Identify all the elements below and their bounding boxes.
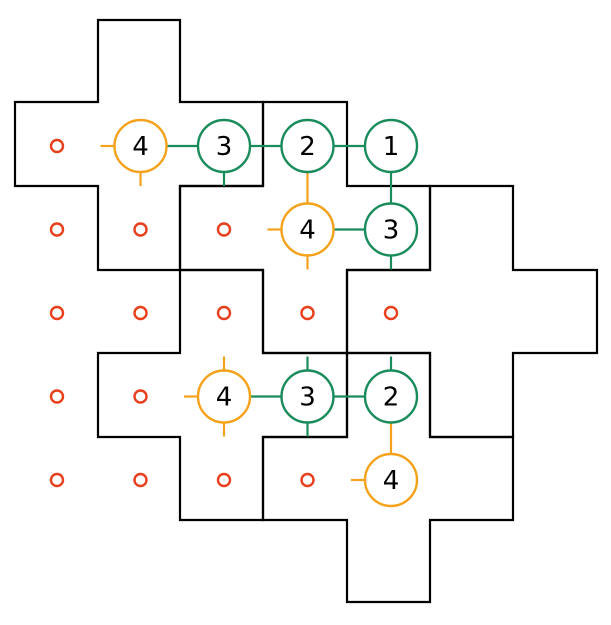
empty-cell-dot [49,472,65,488]
empty-cell-dot [49,222,65,237]
clue-number: 3 [216,132,233,162]
clue-cell: 3 [280,369,335,424]
region-outlines [13,18,599,604]
clue-cell: 4 [363,452,419,508]
clue-number: 2 [383,383,400,413]
clue-cell: 1 [363,118,419,174]
empty-cell-dot [49,389,65,404]
dot-layer [49,138,399,488]
empty-cell-dot [216,472,232,488]
empty-cell-dot [133,222,148,237]
clue-number: 4 [299,216,316,246]
clue-circle [113,118,168,174]
empty-cell-dot [216,222,232,237]
stub-layer [100,144,393,482]
clue-circle [196,118,252,174]
clue-number: 4 [216,383,233,413]
clue-cell: 4 [280,202,335,257]
clue-number: 2 [299,132,316,162]
clue-number: 3 [299,383,316,413]
clue-number: 1 [383,132,400,162]
clue-cell: 2 [280,118,335,174]
clue-circle [363,202,419,257]
empty-cell-dot [133,472,148,488]
empty-cell-dot [300,472,315,488]
clue-number: 3 [383,216,400,246]
clue-cell: 4 [113,118,168,174]
clue-circle [196,369,252,424]
empty-cell-dot [300,305,315,321]
clue-cell: 3 [196,118,252,174]
region-outline [261,351,515,604]
empty-cell-dot [133,389,148,404]
empty-cell-dot [216,305,232,321]
empty-cell-dot [383,305,399,321]
clue-circle [280,202,335,257]
empty-cell-dot [49,305,65,321]
clue-cell: 3 [363,202,419,257]
clue-number: 4 [383,466,400,496]
empty-cell-dot [49,138,65,154]
clue-circle [363,369,419,424]
clue-cell: 2 [363,369,419,424]
clue-circle [280,369,335,424]
clue-circle [280,118,335,174]
clue-circle [363,452,419,508]
clue-circle [363,118,419,174]
clue-layer: 4 3 2 1 4 3 4 3 2 4 [113,118,419,508]
clue-number: 4 [132,132,149,162]
clue-cell: 4 [196,369,252,424]
empty-cell-dot [133,305,148,321]
